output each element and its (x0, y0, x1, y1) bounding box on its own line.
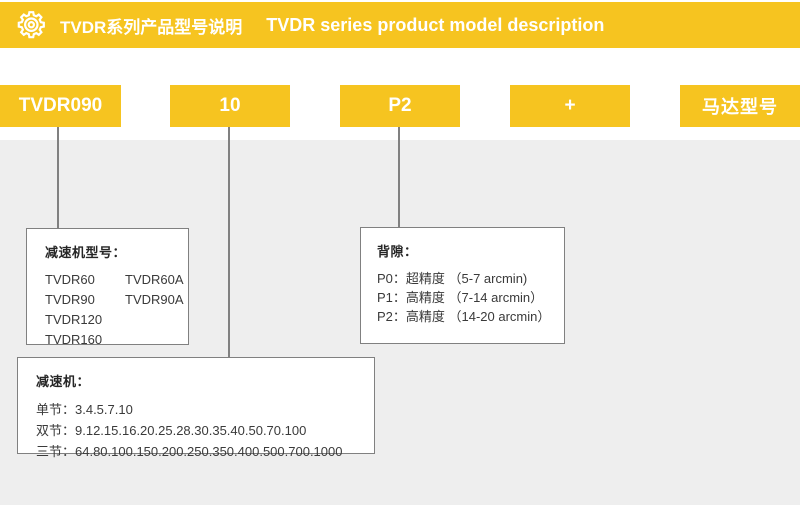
gear-icon (8, 2, 54, 48)
model-item: TVDR90A (125, 292, 184, 307)
info-panel-backlash: 背隙： P0：超精度 （5-7 arcmin) P1：高精度 （7-14 arc… (360, 227, 565, 344)
code-segment-frame-size[interactable]: TVDR090 (0, 85, 121, 127)
code-segment-backlash-grade[interactable]: P2 (340, 85, 460, 127)
model-list: TVDR60 TVDR60A TVDR90 TVDR90A TVDR120 TV… (45, 270, 188, 350)
info-panel-backlash-title: 背隙： (377, 244, 418, 259)
info-panel-models: 减速机型号： TVDR60 TVDR60A TVDR90 TVDR90A TVD… (26, 228, 189, 347)
connector-line-backlash (398, 127, 400, 227)
model-item (125, 330, 188, 350)
model-item (125, 310, 188, 330)
code-segment-plus[interactable]: + (510, 85, 630, 127)
info-panel-ratio-body: 减速机： 单节：3.4.5.7.10 双节：9.12.15.16.20.25.2… (18, 358, 374, 462)
model-item: TVDR120 (45, 312, 103, 327)
code-segment-ratio[interactable]: 10 (170, 85, 290, 127)
backlash-item: P2：高精度 （14-20 arcmin） (377, 309, 551, 324)
ratio-item: 单节：3.4.5.7.10 (36, 402, 133, 417)
info-panel-backlash-body: 背隙： P0：超精度 （5-7 arcmin) P1：高精度 （7-14 arc… (361, 228, 564, 326)
model-item: TVDR60A (125, 272, 184, 287)
header-title-cn: TVDR系列产品型号说明 (60, 17, 243, 37)
backlash-item: P0：超精度 （5-7 arcmin) (377, 271, 528, 286)
model-item: TVDR160 (45, 332, 103, 347)
info-panel-ratio-title: 减速机： (36, 374, 91, 389)
connector-line-frame-size (57, 127, 59, 229)
ratio-item: 双节：9.12.15.16.20.25.28.30.35.40.50.70.10… (36, 423, 307, 438)
header-title-en: TVDR series product model description (266, 14, 605, 35)
info-panel-ratio: 减速机： 单节：3.4.5.7.10 双节：9.12.15.16.20.25.2… (17, 357, 375, 459)
ratio-item: 三节：64.80.100.150.200.250.350.400.500.700… (36, 444, 343, 459)
model-item: TVDR60 (45, 272, 95, 287)
header-bar: TVDR系列产品型号说明 TVDR series product model d… (0, 2, 800, 48)
code-segment-motor-model[interactable]: 马达型号 (680, 85, 800, 127)
backlash-item: P1：高精度 （7-14 arcmin） (377, 290, 544, 305)
model-item: TVDR90 (45, 292, 95, 307)
connector-line-ratio (228, 127, 230, 357)
info-panel-models-title: 减速机型号： (45, 245, 127, 260)
info-panel-models-body: 减速机型号： TVDR60 TVDR60A TVDR90 TVDR90A TVD… (27, 229, 188, 350)
